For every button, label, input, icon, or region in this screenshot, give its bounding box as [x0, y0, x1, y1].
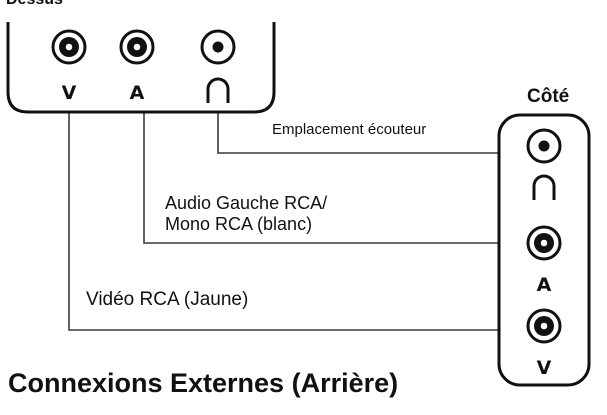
video-connection-label: Vidéo RCA (Jaune)	[86, 289, 249, 310]
side-video-jack-icon	[526, 308, 562, 344]
rear-audio-letter: A	[130, 82, 145, 104]
audio-connection-label-line1: Audio Gauche RCA/	[165, 193, 328, 213]
video-connection-line	[68, 112, 499, 331]
rear-earphone-jack-icon	[200, 29, 236, 65]
rear-video-letter: V	[62, 82, 77, 104]
side-headphone-icon	[532, 174, 556, 200]
rear-panel-label: Dessus	[6, 0, 63, 9]
audio-connection-line	[143, 112, 499, 244]
side-earphone-jack-icon	[526, 128, 562, 164]
rear-audio-jack-icon	[119, 29, 155, 65]
side-video-letter: V	[537, 357, 552, 379]
rear-video-jack-icon	[51, 29, 87, 65]
earphone-connection-label: Emplacement écouteur	[272, 121, 427, 138]
audio-connection-label-line2: Mono RCA (blanc)	[165, 214, 313, 234]
rear-headphone-icon	[206, 77, 230, 103]
side-audio-jack-icon	[526, 225, 562, 261]
side-audio-letter: A	[537, 274, 552, 296]
side-panel-label: Côté	[527, 86, 570, 107]
earphone-connection-line	[217, 95, 499, 154]
diagram-title: Connexions Externes (Arrière)	[8, 368, 399, 398]
